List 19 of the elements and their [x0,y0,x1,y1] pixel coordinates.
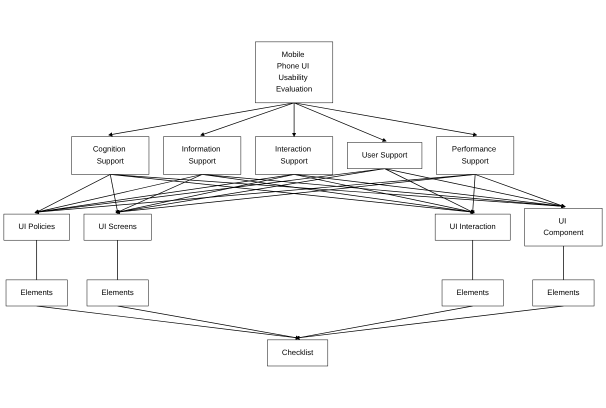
arrow [474,174,566,208]
arrow [294,102,478,137]
arrow [200,102,294,136]
arrow [34,174,111,214]
connector [117,240,118,280]
arrow [34,174,476,214]
arrow [108,102,294,137]
arrow [292,102,296,137]
arrow [294,102,387,142]
arrow [34,174,294,214]
arrow [470,174,476,214]
arrow [110,174,120,214]
connector [563,246,564,280]
connector [36,240,38,280]
arrow [294,174,566,208]
connector [472,240,474,280]
arrow [384,168,475,214]
arrow [34,174,203,214]
arrow [294,174,475,214]
